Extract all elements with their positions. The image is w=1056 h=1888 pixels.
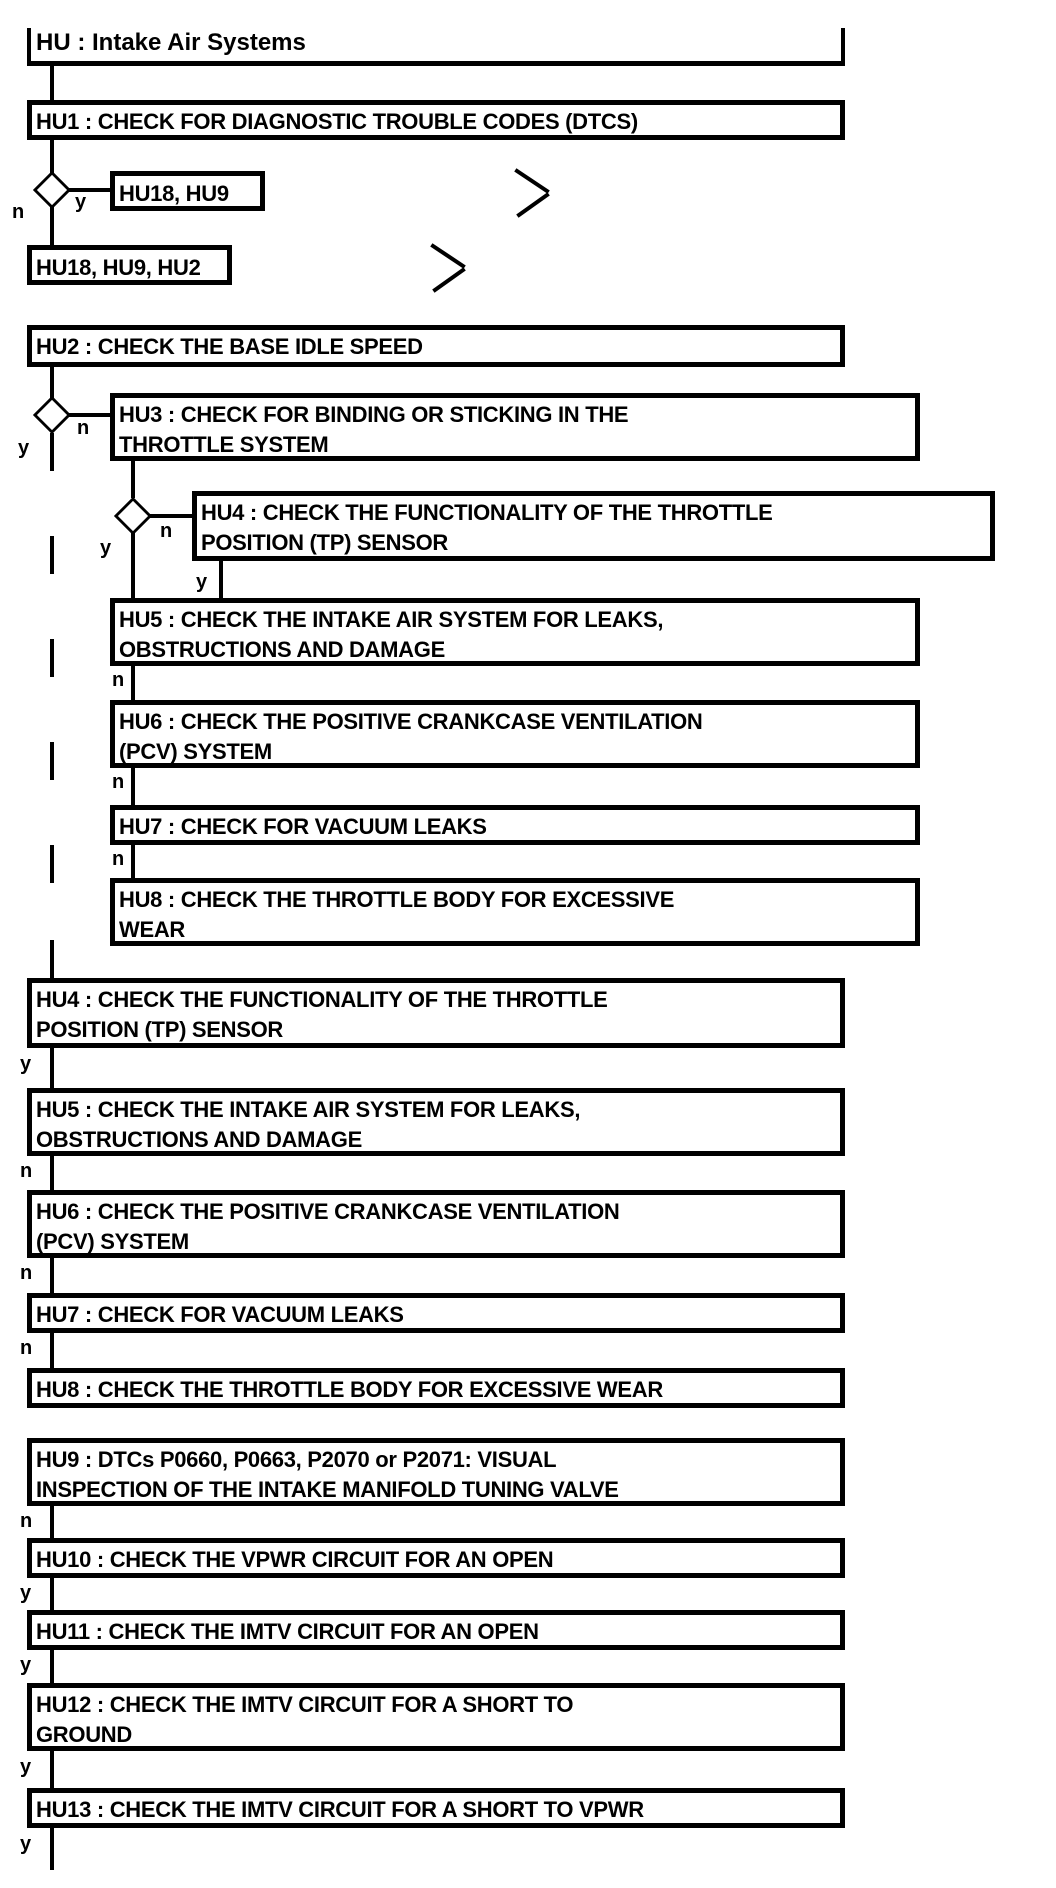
connector-line (69, 413, 110, 417)
connector-line (131, 666, 135, 700)
branch-label-yes: y (20, 1582, 32, 1604)
connector-line (131, 845, 135, 878)
node-hu3: HU3 : CHECK FOR BINDING OR STICKING IN T… (110, 393, 920, 461)
branch-label-yes: y (20, 1053, 32, 1075)
node-hu18-hu9: HU18, HU9 (110, 171, 265, 211)
continuation-chevron-icon (430, 243, 468, 293)
connector-line (50, 1751, 54, 1788)
branch-label-no: n (112, 848, 125, 870)
connector-line (50, 1258, 54, 1293)
branch-label-no: n (20, 1160, 33, 1182)
node-hu2: HU2 : CHECK THE BASE IDLE SPEED (27, 325, 845, 367)
connector-line (50, 1650, 54, 1683)
node-hu1: HU1 : CHECK FOR DIAGNOSTIC TROUBLE CODES… (27, 100, 845, 140)
connector-line (150, 514, 192, 518)
connector-line (131, 768, 135, 805)
branch-label-yes: y (20, 1654, 32, 1676)
connector-line (50, 1506, 54, 1538)
dashed-connector-line (50, 433, 54, 940)
decision-diamond-1 (33, 171, 71, 209)
node-hu11: HU11 : CHECK THE IMTV CIRCUIT FOR AN OPE… (27, 1610, 845, 1650)
node-hu9: HU9 : DTCs P0660, P0663, P2070 or P2071:… (27, 1438, 845, 1506)
branch-label-no: n (112, 771, 125, 793)
node-hu7: HU7 : CHECK FOR VACUUM LEAKS (27, 1293, 845, 1333)
node-hu13: HU13 : CHECK THE IMTV CIRCUIT FOR A SHOR… (27, 1788, 845, 1828)
connector-line (131, 461, 135, 498)
connector-line (50, 1333, 54, 1368)
node-hu12: HU12 : CHECK THE IMTV CIRCUIT FOR A SHOR… (27, 1683, 845, 1751)
branch-label-yes: y (100, 537, 112, 559)
connector-line (50, 1578, 54, 1610)
node-hu5-nested: HU5 : CHECK THE INTAKE AIR SYSTEM FOR LE… (110, 598, 920, 666)
branch-label-yes: y (20, 1756, 32, 1778)
node-title: HU : Intake Air Systems (27, 28, 845, 66)
branch-label-yes: y (20, 1833, 32, 1855)
node-hu8: HU8 : CHECK THE THROTTLE BODY FOR EXCESS… (27, 1368, 845, 1408)
decision-diamond-2 (33, 396, 71, 434)
branch-label-yes: y (75, 191, 87, 213)
decision-diamond-3 (114, 497, 152, 535)
branch-label-no: n (20, 1510, 33, 1532)
connector-line (50, 1156, 54, 1190)
connector-line (219, 561, 223, 598)
connector-line (50, 1048, 54, 1088)
connector-line (50, 940, 54, 978)
connector-line (50, 1828, 54, 1870)
node-hu4-nested: HU4 : CHECK THE FUNCTIONALITY OF THE THR… (192, 491, 995, 561)
node-hu4: HU4 : CHECK THE FUNCTIONALITY OF THE THR… (27, 978, 845, 1048)
branch-label-no: n (112, 669, 125, 691)
branch-label-no: n (12, 201, 25, 223)
connector-line (50, 140, 54, 173)
node-hu8-nested: HU8 : CHECK THE THROTTLE BODY FOR EXCESS… (110, 878, 920, 946)
node-hu6-nested: HU6 : CHECK THE POSITIVE CRANKCASE VENTI… (110, 700, 920, 768)
connector-line (131, 533, 135, 598)
connector-line (50, 207, 54, 245)
branch-label-no: n (77, 417, 90, 439)
node-hu6: HU6 : CHECK THE POSITIVE CRANKCASE VENTI… (27, 1190, 845, 1258)
branch-label-yes: y (18, 437, 30, 459)
connector-line (69, 188, 110, 192)
branch-label-yes: y (196, 571, 208, 593)
node-hu5: HU5 : CHECK THE INTAKE AIR SYSTEM FOR LE… (27, 1088, 845, 1156)
branch-label-no: n (20, 1337, 33, 1359)
branch-label-no: n (160, 520, 173, 542)
branch-label-no: n (20, 1262, 33, 1284)
continuation-chevron-icon (514, 168, 552, 218)
node-hu10: HU10 : CHECK THE VPWR CIRCUIT FOR AN OPE… (27, 1538, 845, 1578)
connector-line (50, 66, 54, 100)
node-hu7-nested: HU7 : CHECK FOR VACUUM LEAKS (110, 805, 920, 845)
node-hu18-hu9-hu2: HU18, HU9, HU2 (27, 245, 232, 285)
connector-line (50, 367, 54, 398)
